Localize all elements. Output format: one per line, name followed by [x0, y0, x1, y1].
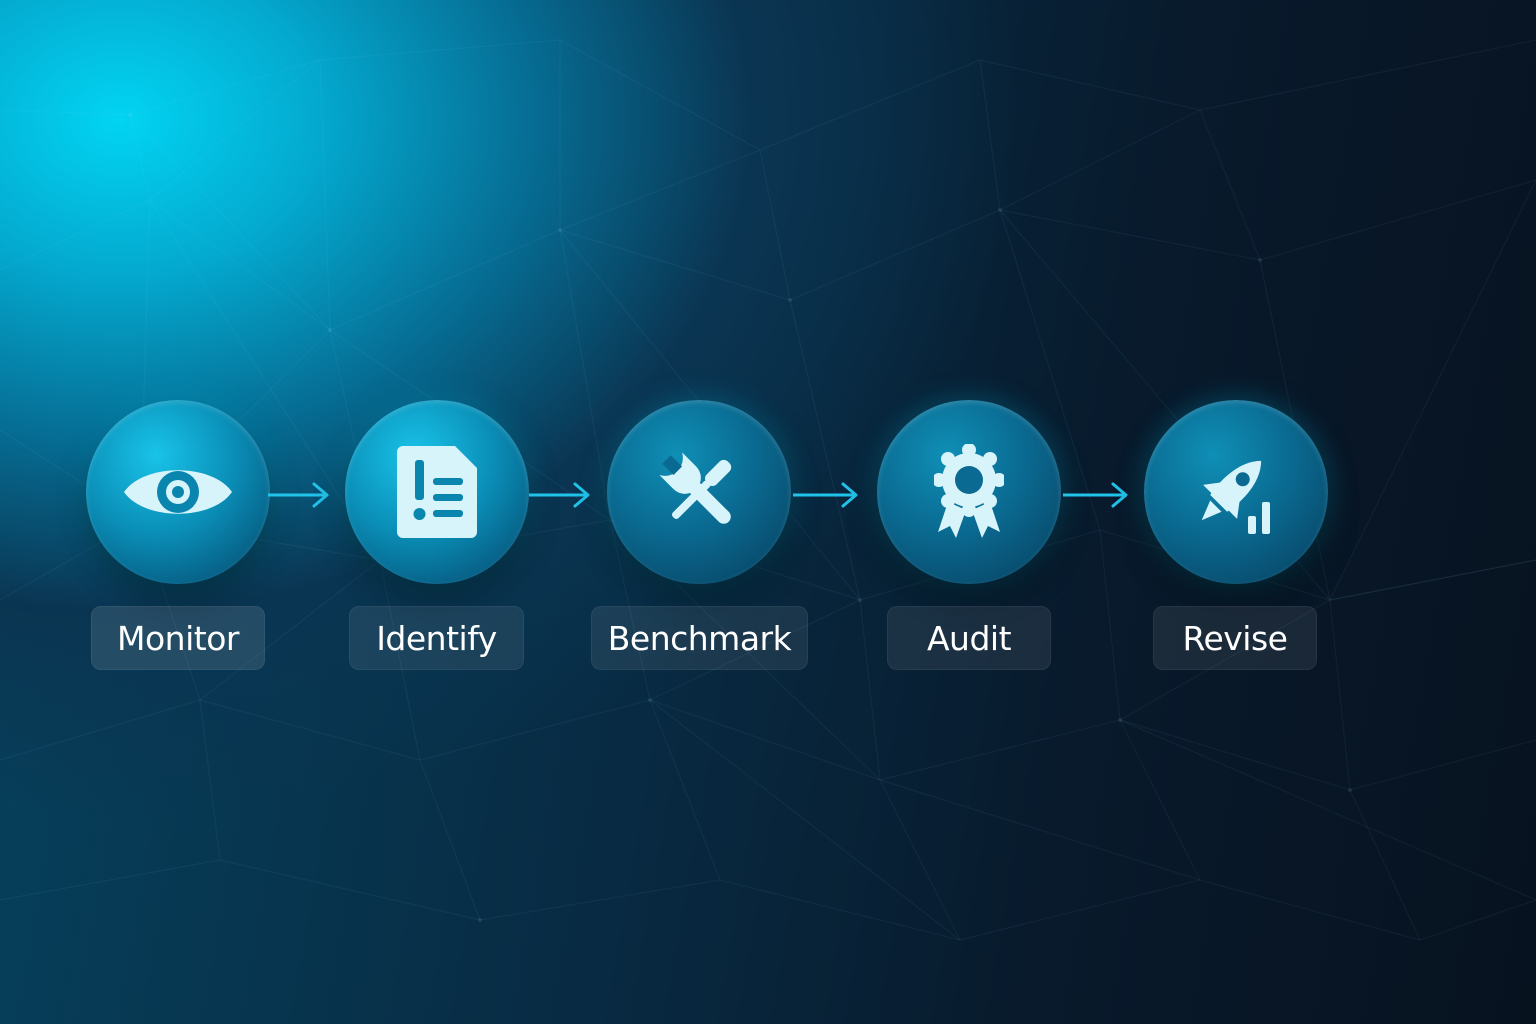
- step-label-benchmark: Benchmark: [591, 606, 808, 670]
- arrow-connector-4: [1063, 482, 1128, 508]
- award-ribbon-icon: [934, 444, 1004, 538]
- step-node-revise: [1144, 400, 1328, 584]
- document-list-icon: [397, 446, 477, 538]
- step-node-benchmark: [607, 400, 791, 584]
- rocket-chart-icon: [1201, 460, 1270, 534]
- step-label-audit: Audit: [887, 606, 1051, 670]
- arrow-connector-3: [793, 482, 858, 508]
- wrench-screwdriver-icon: [659, 452, 732, 524]
- arrow-connector-1: [268, 482, 329, 508]
- step-node-monitor: [86, 400, 270, 584]
- step-label-identify: Identify: [349, 606, 524, 670]
- step-label-monitor: Monitor: [91, 606, 265, 670]
- step-node-identify: [345, 400, 529, 584]
- step-node-audit: [877, 400, 1061, 584]
- arrow-connector-2: [529, 482, 590, 508]
- eye-icon: [124, 470, 232, 514]
- step-label-revise: Revise: [1153, 606, 1317, 670]
